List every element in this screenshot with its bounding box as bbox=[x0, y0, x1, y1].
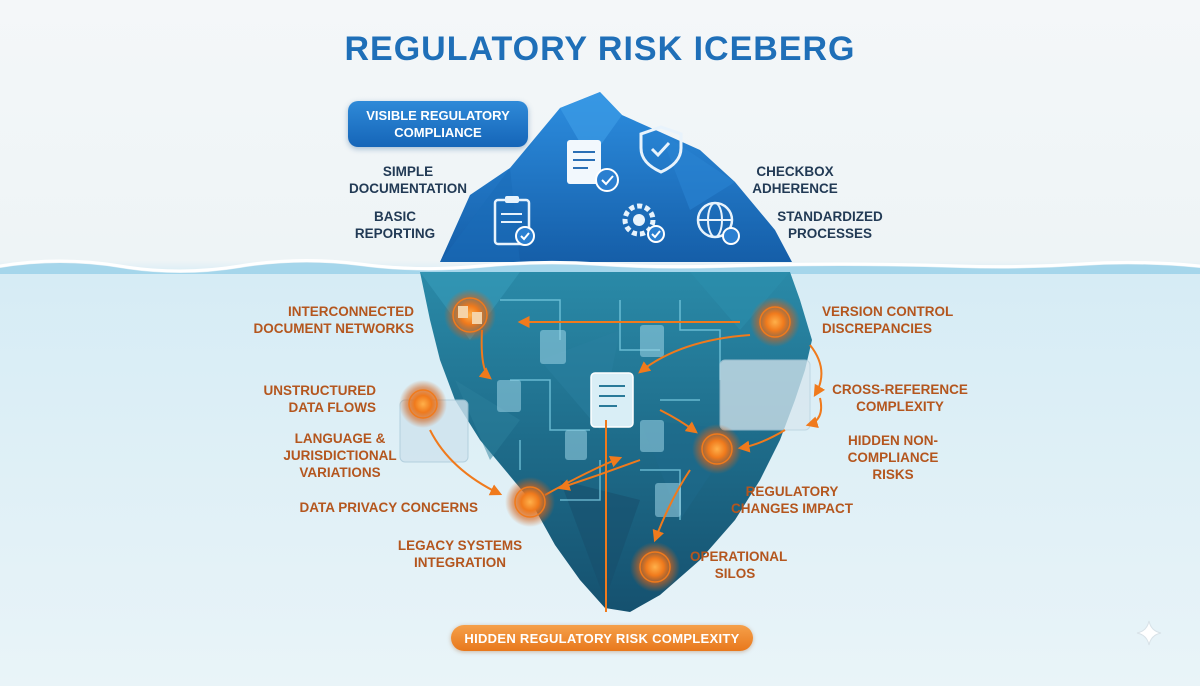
visible-item-standardized-processes: STANDARDIZED PROCESSES bbox=[777, 209, 883, 241]
shield-check-icon bbox=[639, 125, 683, 174]
risk-unstructured-data-flows: UNSTRUCTURED DATA FLOWS bbox=[263, 383, 377, 415]
visible-item-simple-documentation: SIMPLE DOCUMENTATION bbox=[349, 164, 467, 196]
iceberg-facet bbox=[560, 480, 640, 600]
risk-version-control-discrepancies: VERSION CONTROL DISCREPANCIES bbox=[822, 304, 954, 336]
clipboard-check-icon bbox=[493, 196, 535, 246]
hidden-complexity-footer: HIDDEN REGULATORY RISK COMPLEXITY bbox=[451, 625, 753, 651]
iceberg-facet bbox=[690, 272, 790, 330]
right-screen bbox=[719, 359, 811, 431]
gear-check-icon bbox=[622, 203, 665, 243]
central-document-icon bbox=[590, 372, 634, 428]
document-check-icon bbox=[567, 140, 619, 192]
risk-arrows bbox=[429, 316, 826, 612]
water-surface bbox=[0, 262, 1200, 274]
water-line bbox=[0, 258, 1200, 273]
risk-hidden-non-compliance-risks: HIDDEN NON-COMPLIANCE RISKS bbox=[847, 433, 939, 482]
iceberg-tip-facet bbox=[660, 132, 735, 210]
risk-language-jurisdictional-variations: LANGUAGE & JURISDICTIONAL VARIATIONS bbox=[283, 431, 397, 480]
risk-operational-silos: OPERATIONAL SILOS bbox=[690, 549, 788, 581]
visible-compliance-header: VISIBLE REGULATORY COMPLIANCE bbox=[348, 101, 528, 147]
risk-interconnected-document-networks: INTERCONNECTED DOCUMENT NETWORKS bbox=[253, 304, 415, 336]
iceberg-underwater bbox=[420, 272, 812, 612]
risk-cross-reference-complexity: CROSS-REFERENCE COMPLEXITY bbox=[832, 382, 968, 414]
risk-legacy-systems-integration: LEGACY SYSTEMS INTEGRATION bbox=[397, 538, 523, 570]
globe-copyright-icon bbox=[696, 201, 740, 245]
iceberg-tip-facet bbox=[560, 92, 622, 160]
visible-item-checkbox-adherence: CHECKBOX ADHERENCE bbox=[752, 164, 838, 196]
sparkle-icon bbox=[1136, 620, 1162, 646]
risk-regulatory-changes-impact: REGULATORY CHANGES IMPACT bbox=[730, 484, 853, 516]
visible-item-basic-reporting: BASIC REPORTING bbox=[354, 209, 436, 241]
risk-hotspots bbox=[399, 289, 800, 592]
risk-data-privacy-concerns: DATA PRIVACY CONCERNS bbox=[299, 500, 478, 515]
iceberg-tip-facet bbox=[440, 168, 520, 262]
document-tiles bbox=[497, 325, 681, 517]
page-title: REGULATORY RISK ICEBERG bbox=[344, 30, 856, 68]
iceberg-facet bbox=[455, 380, 520, 460]
